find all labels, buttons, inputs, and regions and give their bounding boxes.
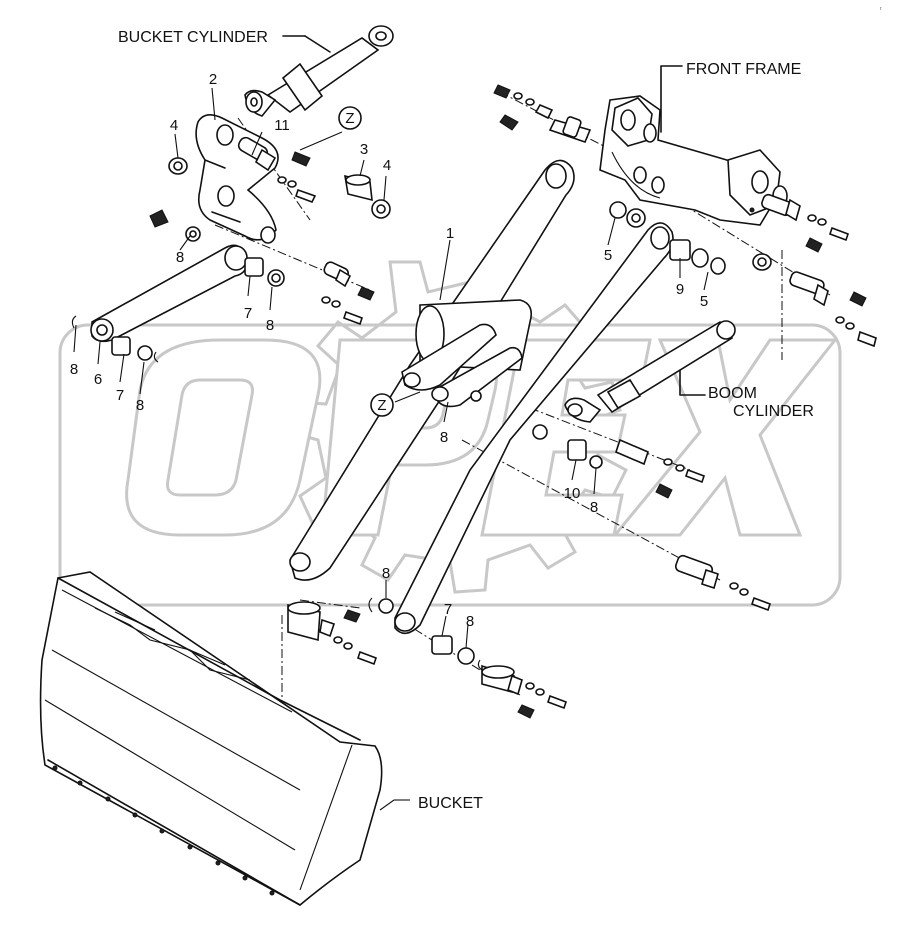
part-number: 5 — [700, 293, 708, 310]
bucket — [39, 571, 383, 906]
label-boom-cylinder-line1: BOOM — [708, 385, 757, 402]
part-number: 4 — [383, 157, 391, 174]
part-number: 8 — [136, 397, 144, 414]
part-number: 8 — [70, 361, 78, 378]
part-number: 6 — [94, 371, 102, 388]
label-boom-cylinder-line2: CYLINDER — [733, 403, 814, 420]
boom-assembly — [289, 159, 674, 635]
boom-lower-pins — [287, 439, 772, 719]
part-number: 11 — [274, 117, 290, 134]
part-number: 8 — [466, 613, 474, 630]
part-number: 10 — [564, 485, 581, 502]
part-number: 9 — [676, 281, 684, 298]
part-number: 5 — [604, 247, 612, 264]
pin-assemblies-right — [493, 84, 877, 348]
label-front-frame: FRONT FRAME — [686, 61, 801, 78]
bucket-cylinder — [244, 25, 394, 117]
label-bucket-cylinder: BUCKET CYLINDER — [118, 29, 268, 46]
part-number: 7 — [244, 305, 252, 322]
boom-cylinder — [564, 320, 736, 499]
part-number: 2 — [209, 71, 217, 88]
part-number: 8 — [590, 499, 598, 516]
part-number: 1 — [446, 225, 454, 242]
part-number: 8 — [382, 565, 390, 582]
part-number: 3 — [360, 141, 368, 158]
bucket-link — [71, 244, 285, 363]
front-frame — [599, 65, 788, 226]
detail-callout-upper: Z — [338, 106, 362, 130]
pin-assemblies-left — [149, 136, 391, 326]
part-number: 8 — [266, 317, 274, 334]
part-number: 7 — [116, 387, 124, 404]
corner-mark: r — [880, 6, 882, 12]
detail-callout-upper-label: Z — [345, 110, 354, 127]
part-number: 7 — [444, 601, 452, 618]
label-bucket: BUCKET — [418, 795, 483, 812]
part-numbers: 2 4 11 3 4 1 8 7 8 8 6 7 8 5 9 5 8 10 8 … — [70, 71, 708, 630]
bucket-bolt-holes — [52, 765, 275, 896]
detail-callout-lower-label: Z — [377, 397, 386, 414]
detail-callout-lower: Z — [370, 393, 394, 417]
part-number: 4 — [170, 117, 178, 134]
leader-lines — [73, 87, 709, 811]
part-number: 8 — [176, 249, 184, 266]
bucket-lever — [195, 114, 279, 244]
part-number: 8 — [440, 429, 448, 446]
